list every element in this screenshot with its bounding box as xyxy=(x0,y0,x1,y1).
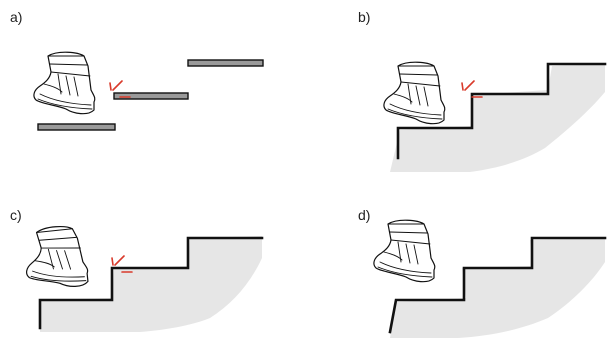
boot-icon xyxy=(21,223,90,292)
panel-a-label: a) xyxy=(10,9,22,25)
stair-outline xyxy=(388,236,607,334)
boot-icon xyxy=(373,219,436,283)
panel-a: a) xyxy=(10,9,264,131)
ground-fill xyxy=(40,236,262,332)
stair-tread-middle xyxy=(113,92,189,100)
panel-d: d) xyxy=(358,207,607,338)
stair-tread-lower xyxy=(37,123,116,131)
boot-icon xyxy=(33,51,96,115)
stair-outline xyxy=(38,236,264,330)
stair-outline xyxy=(396,62,607,160)
ground-fill xyxy=(390,64,605,172)
stair-tread-upper xyxy=(187,59,264,67)
panel-b-label: b) xyxy=(358,9,370,25)
panel-d-label: d) xyxy=(358,207,370,223)
panel-c: c) xyxy=(10,207,264,332)
panel-c-label: c) xyxy=(10,207,22,223)
panel-b: b) xyxy=(358,9,607,172)
boot-icon xyxy=(383,61,446,125)
ground-fill xyxy=(390,238,605,338)
